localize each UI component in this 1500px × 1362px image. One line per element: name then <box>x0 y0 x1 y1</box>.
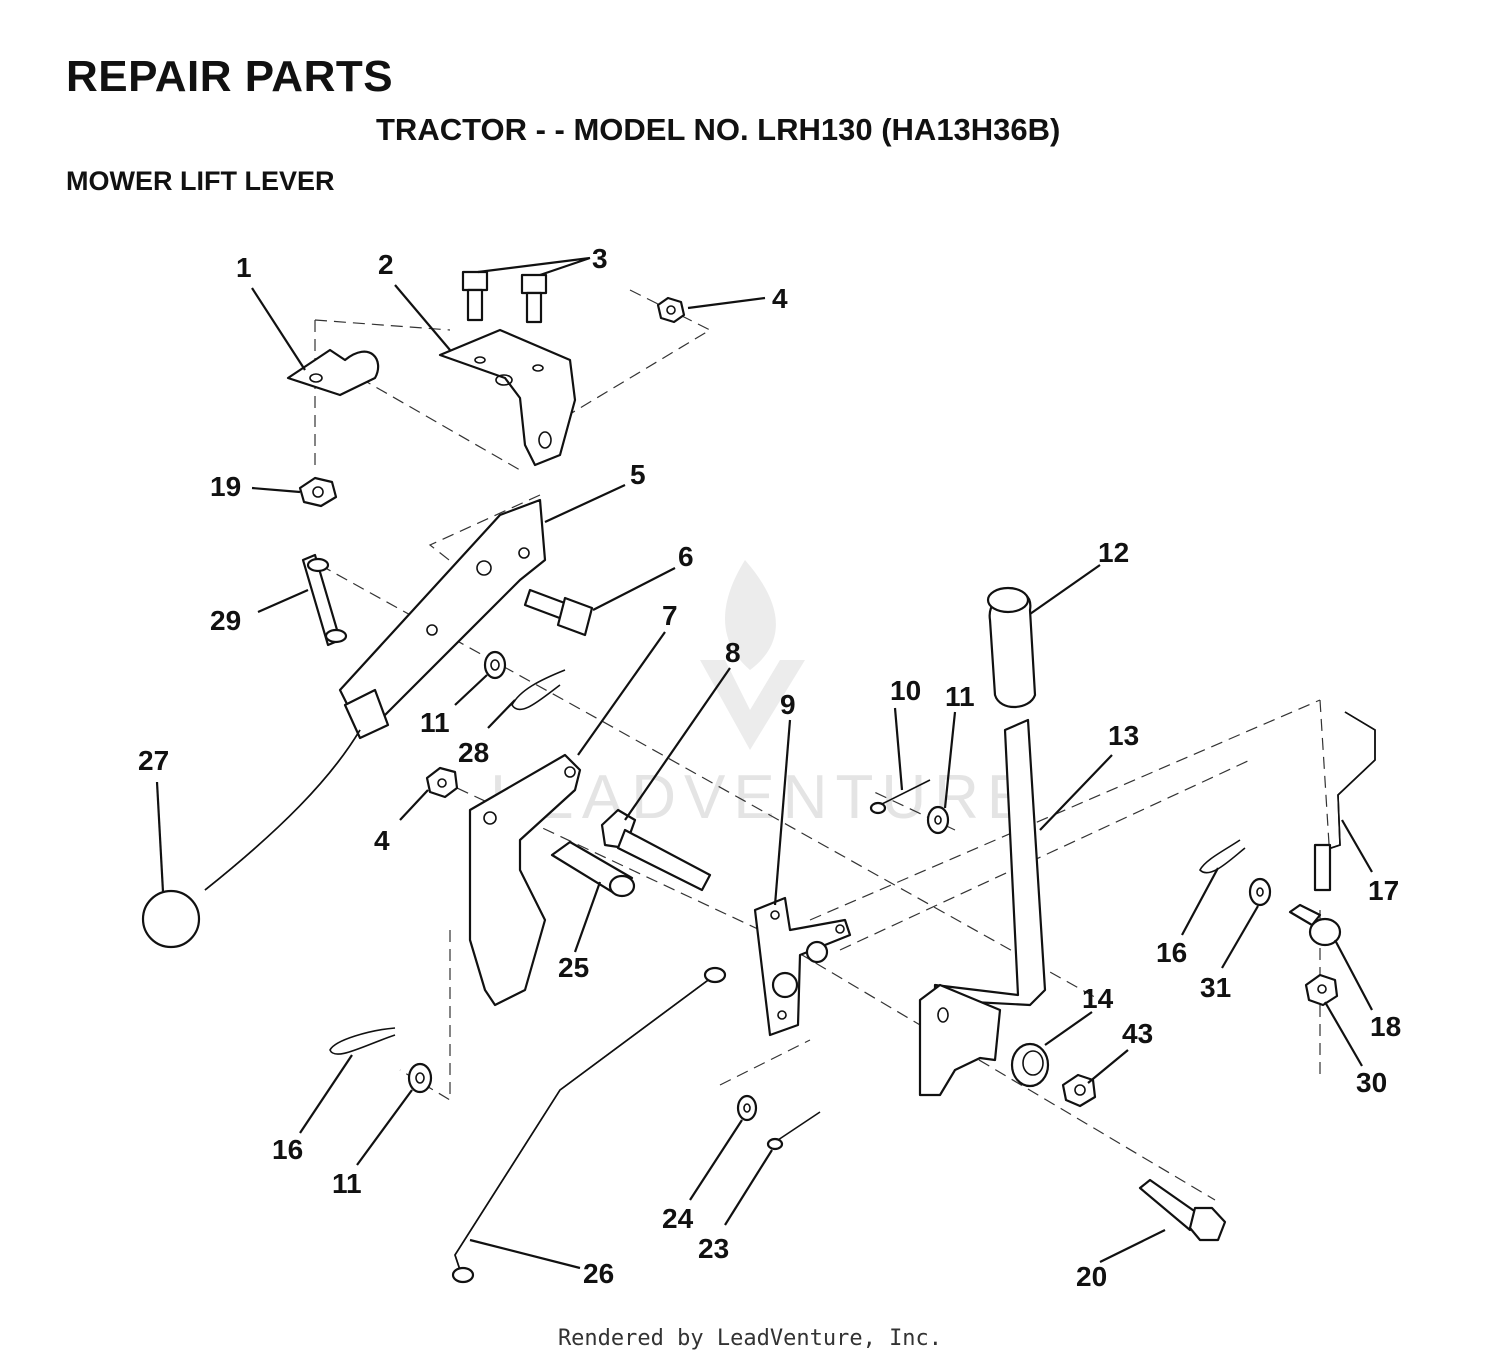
part-12-grip <box>986 586 1037 709</box>
callout-labels: 1 2 3 4 19 5 6 29 12 7 8 9 10 11 13 11 2… <box>138 243 1401 1292</box>
leader-lines <box>155 256 1373 1270</box>
callout-2: 2 <box>378 249 394 280</box>
section-title: MOWER LIFT LEVER <box>66 166 335 196</box>
model-title: TRACTOR - - MODEL NO. LRH130 (HA13H36B) <box>376 112 1061 147</box>
callout-30: 30 <box>1356 1067 1387 1098</box>
callout-18: 18 <box>1370 1011 1401 1042</box>
footer-credit: Rendered by LeadVenture, Inc. <box>557 1326 943 1351</box>
part-2-bracket <box>438 328 577 467</box>
callout-1: 1 <box>236 252 252 283</box>
part-25-spacer <box>550 840 636 898</box>
part-13-lever <box>918 718 1047 1097</box>
part-16-pin-upper <box>1199 839 1246 874</box>
callout-24: 24 <box>662 1203 694 1234</box>
part-26-rod <box>451 966 727 1284</box>
callout-11-lower: 11 <box>332 1168 362 1199</box>
callout-5: 5 <box>630 459 646 490</box>
part-4-nut-lower <box>425 766 459 799</box>
part-9-pivot-plate <box>753 896 852 1037</box>
callout-14: 14 <box>1082 983 1114 1014</box>
part-23-cotter-pin <box>766 1111 821 1151</box>
callout-11-upper: 11 <box>420 707 450 738</box>
page-title: REPAIR PARTS <box>66 52 394 101</box>
callout-25: 25 <box>558 952 589 983</box>
part-24-washer <box>736 1094 758 1122</box>
callout-10: 10 <box>890 675 921 706</box>
part-43-nut <box>1061 1073 1097 1108</box>
part-7-plate <box>468 753 582 1007</box>
part-11-washer <box>483 650 507 680</box>
callout-29: 29 <box>210 605 241 636</box>
part-10-cotter-pin <box>869 779 931 815</box>
part-17-rod <box>1313 711 1376 892</box>
callout-28: 28 <box>458 737 489 768</box>
watermark: LEADVENTURE <box>490 560 1028 832</box>
callout-26: 26 <box>583 1258 614 1289</box>
part-14-bushing <box>1010 1042 1050 1088</box>
part-19-nut <box>298 476 338 508</box>
part-5-lift-arm <box>338 498 547 740</box>
part-16-pin-lower <box>329 1027 396 1055</box>
callout-9: 9 <box>780 689 796 720</box>
part-11-washer-right <box>926 805 950 835</box>
part-31-washer <box>1248 877 1272 907</box>
callout-20: 20 <box>1076 1261 1107 1292</box>
callout-6: 6 <box>678 541 694 572</box>
part-20-bolt <box>1138 1178 1227 1242</box>
part-11-washer-lower <box>407 1062 433 1094</box>
callout-27: 27 <box>138 745 169 776</box>
callout-31: 31 <box>1200 972 1231 1003</box>
callout-3: 3 <box>592 243 608 274</box>
callout-4-top: 4 <box>772 283 788 314</box>
callout-16-right: 16 <box>1156 937 1187 968</box>
callout-13: 13 <box>1108 720 1139 751</box>
callout-4-lower: 4 <box>374 825 390 856</box>
callout-19: 19 <box>210 471 241 502</box>
part-6-bolt <box>523 588 594 637</box>
part-1-clip <box>286 348 380 397</box>
callout-17: 17 <box>1368 875 1399 906</box>
callout-7: 7 <box>662 600 678 631</box>
callout-12: 12 <box>1098 537 1129 568</box>
part-8-bolt <box>600 808 712 892</box>
callout-8: 8 <box>725 637 741 668</box>
callout-11-right: 11 <box>945 681 975 712</box>
callout-23: 23 <box>698 1233 729 1264</box>
part-30-nut <box>1304 973 1339 1007</box>
part-3-bolts <box>461 270 548 324</box>
part-18-swivel <box>1288 903 1342 947</box>
part-4-nut <box>656 296 686 324</box>
callout-43: 43 <box>1122 1018 1153 1049</box>
part-28-hairpin <box>511 669 566 711</box>
part-27-knob-cable <box>141 729 361 949</box>
callout-16-left: 16 <box>272 1134 303 1165</box>
part-29-link <box>301 553 348 647</box>
